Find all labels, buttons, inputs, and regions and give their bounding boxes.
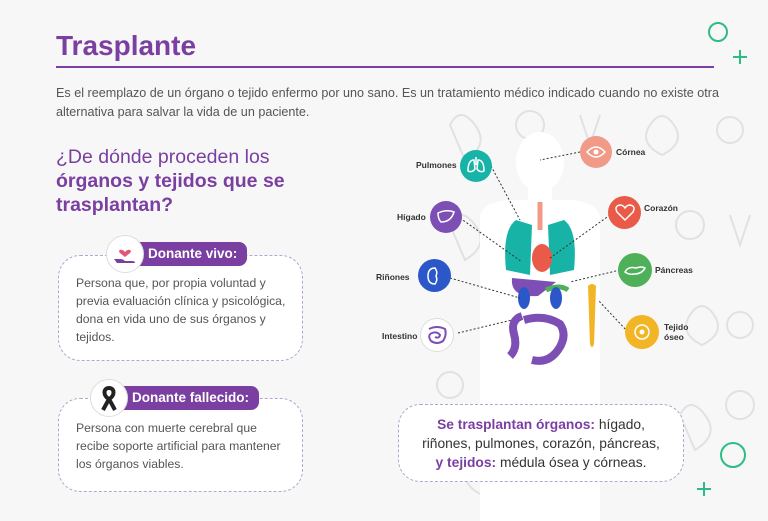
label-tejido-oseo: Tejido óseo xyxy=(664,322,689,342)
intestine-icon xyxy=(420,318,454,352)
circle-plus-decoration xyxy=(708,22,747,64)
bone-highlight xyxy=(588,284,596,347)
deceased-donor-label: Donante fallecido: xyxy=(90,379,260,417)
summary-box: Se trasplantan órganos: hígado, riñones,… xyxy=(398,404,684,482)
label-higado: Hígado xyxy=(397,212,426,222)
label-pancreas: Páncreas xyxy=(655,265,693,275)
living-donor-label: Donante vivo: xyxy=(106,235,248,273)
label-rinones: Riñones xyxy=(376,272,410,282)
deceased-donor-text: Persona con muerte cerebral que recibe s… xyxy=(76,421,281,471)
intro-text: Es el reemplazo de un órgano o tejido en… xyxy=(56,86,719,119)
question-heading: ¿De dónde proceden los órganos y tejidos… xyxy=(56,146,285,216)
mourning-ribbon-icon xyxy=(90,379,128,417)
kidney-icon xyxy=(418,259,451,292)
circle-plus-decoration-bottom xyxy=(697,442,746,496)
liver-icon xyxy=(430,201,462,233)
hand-heart-icon xyxy=(106,235,144,273)
living-donor-card xyxy=(58,255,303,361)
lungs-icon xyxy=(460,150,492,182)
label-corazon: Corazón xyxy=(644,203,678,213)
bone-icon xyxy=(625,315,659,349)
eye-icon xyxy=(580,136,612,168)
label-pulmones: Pulmones xyxy=(416,160,457,170)
living-donor-text: Persona que, por propia voluntad y previ… xyxy=(76,276,286,344)
heart-icon xyxy=(608,196,641,229)
page-title: Trasplante xyxy=(56,30,197,61)
label-cornea: Córnea xyxy=(616,147,646,157)
label-intestino: Intestino xyxy=(382,331,418,341)
pancreas-icon xyxy=(618,253,652,287)
title-divider xyxy=(56,66,714,68)
